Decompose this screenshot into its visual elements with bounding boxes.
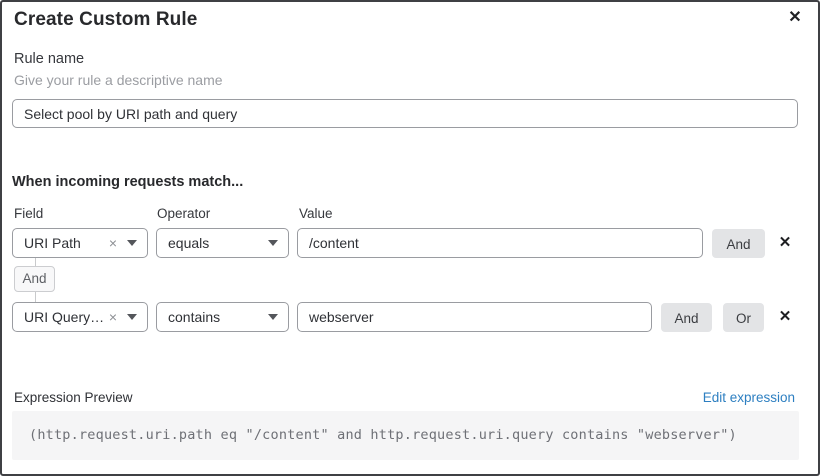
- value-column-label: Value: [299, 206, 333, 221]
- clear-selection-icon[interactable]: ×: [108, 235, 117, 251]
- operator-select-row2[interactable]: contains: [156, 302, 289, 332]
- chevron-down-icon: [127, 314, 137, 320]
- value-input-row1[interactable]: [297, 228, 703, 258]
- dialog-title: Create Custom Rule: [14, 9, 198, 30]
- operator-column-label: Operator: [157, 206, 211, 221]
- value-input-row2[interactable]: [297, 302, 652, 332]
- expression-code-block: (http.request.uri.path eq "/content" and…: [12, 411, 799, 460]
- expression-code: (http.request.uri.path eq "/content" and…: [29, 427, 737, 443]
- chevron-down-icon: [268, 314, 278, 320]
- operator-select-row1-value: equals: [168, 235, 210, 251]
- value-field-row2-wrap: [297, 302, 652, 332]
- chevron-down-icon: [268, 240, 278, 246]
- field-select-row1-value: URI Path: [24, 235, 81, 251]
- remove-condition-icon-row1[interactable]: ✕: [778, 234, 792, 251]
- rule-name-field-wrap: [12, 99, 798, 128]
- field-column-label: Field: [14, 206, 44, 221]
- rule-name-helper-text: Give your rule a descriptive name: [14, 72, 223, 88]
- add-and-condition-button-row2[interactable]: And: [661, 303, 712, 332]
- match-heading: When incoming requests match...: [12, 174, 244, 190]
- close-icon[interactable]: ✕: [788, 9, 802, 26]
- rule-name-label: Rule name: [14, 51, 85, 67]
- operator-select-row2-value: contains: [168, 309, 221, 325]
- field-select-row1[interactable]: URI Path ×: [12, 228, 148, 258]
- and-connector-badge: And: [14, 266, 55, 292]
- expression-preview-label: Expression Preview: [14, 390, 133, 405]
- chevron-down-icon: [127, 240, 137, 246]
- add-or-condition-button-row2[interactable]: Or: [723, 303, 764, 332]
- operator-select-row1[interactable]: equals: [156, 228, 289, 258]
- connector-line-bottom: [35, 292, 36, 303]
- edit-expression-link[interactable]: Edit expression: [702, 390, 795, 405]
- add-and-condition-button-row1[interactable]: And: [712, 229, 765, 258]
- remove-condition-icon-row2[interactable]: ✕: [778, 308, 792, 325]
- rule-name-input[interactable]: [12, 99, 798, 128]
- field-select-row2[interactable]: URI Query St... ×: [12, 302, 148, 332]
- connector-line-top: [35, 258, 36, 267]
- field-select-row2-value: URI Query St...: [24, 309, 108, 325]
- value-field-row1-wrap: [297, 228, 703, 258]
- clear-selection-icon[interactable]: ×: [108, 309, 117, 325]
